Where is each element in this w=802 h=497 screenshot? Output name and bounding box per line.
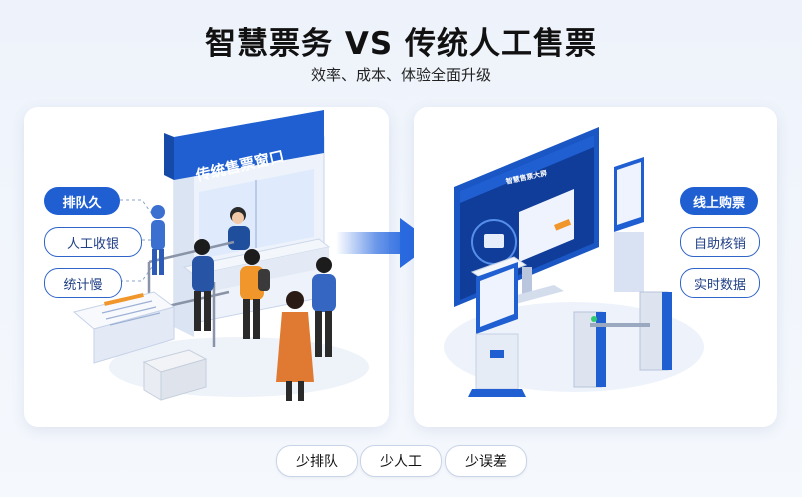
pill-self-checkin: 自助核销	[680, 227, 760, 257]
tag-less-error: 少误差	[445, 445, 527, 477]
pill-long-queue: 排队久	[44, 187, 120, 215]
traditional-ticketing-panel: 传统售票窗口 排队久 人工收银 统计慢	[24, 107, 389, 427]
pill-realtime-data: 实时数据	[680, 268, 760, 298]
pill-manual-cashier: 人工收银	[44, 227, 142, 257]
pill-slow-statistics: 统计慢	[44, 268, 122, 298]
tag-less-staff: 少人工	[360, 445, 442, 477]
pill-online-booking: 线上购票	[680, 187, 758, 215]
traditional-booth-illustration	[72, 110, 369, 401]
smart-ticketing-illustration	[444, 127, 704, 397]
smart-ticketing-panel: 智慧售票大屏 线上购票 自助核销 实时数据	[414, 107, 777, 427]
page-title: 智慧票务 VS 传统人工售票	[205, 26, 597, 62]
tag-less-queue: 少排队	[276, 445, 358, 477]
page-subtitle: 效率、成本、体验全面升级	[310, 66, 491, 84]
